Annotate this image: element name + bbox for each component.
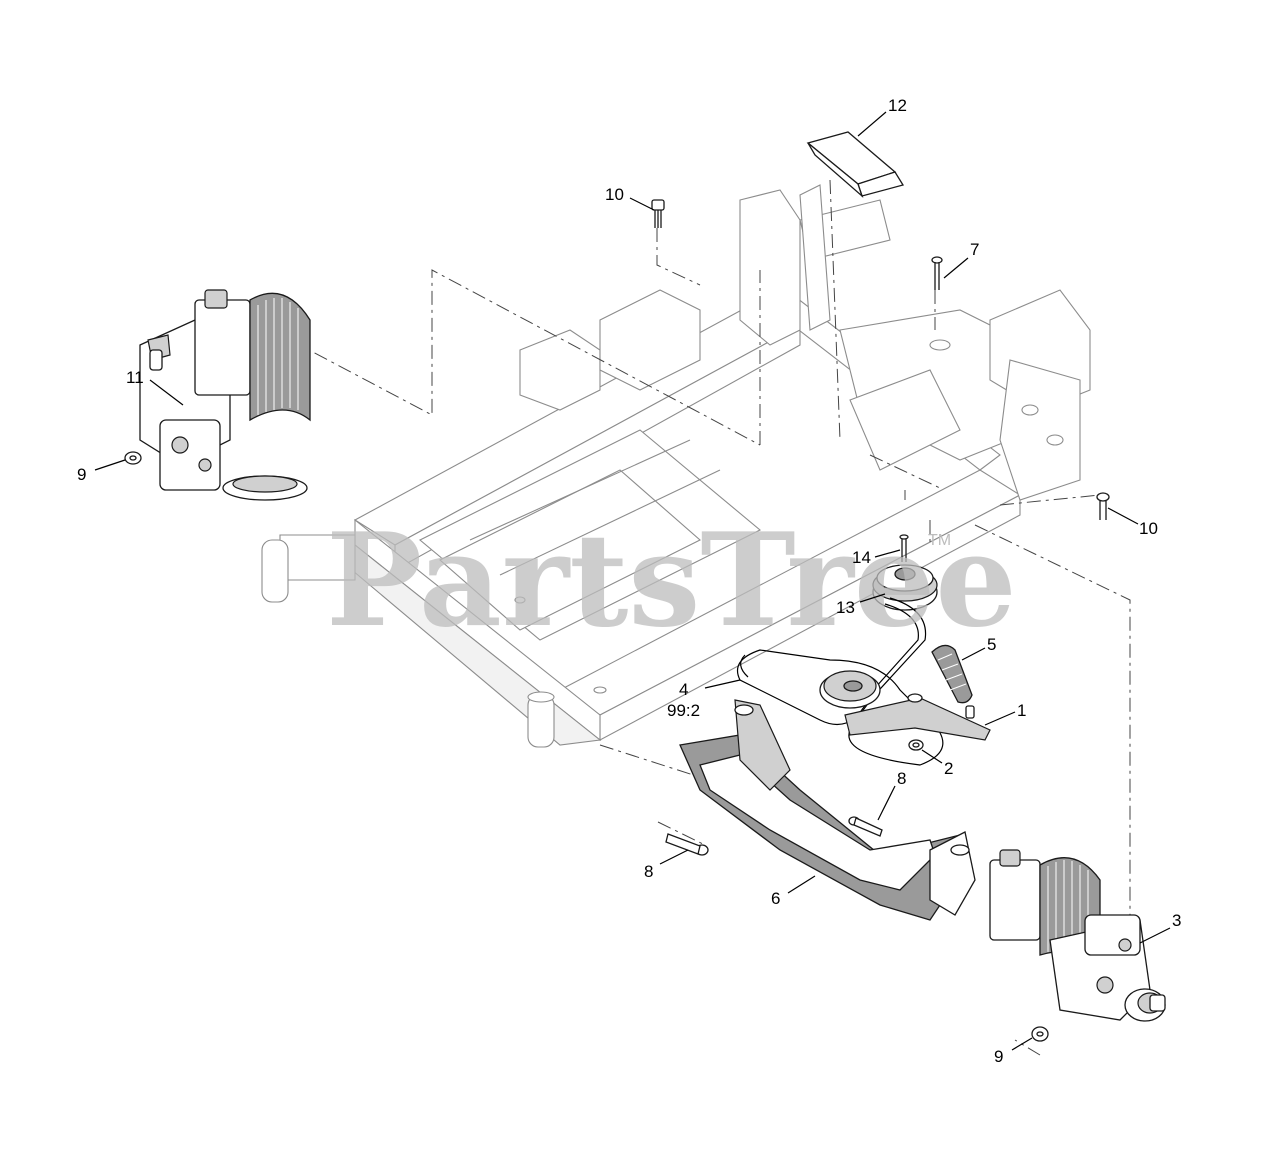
part-11-left-transmission	[139, 289, 311, 501]
callout-4-qty: 99:2	[667, 701, 700, 720]
callout-5: 5	[987, 635, 996, 654]
part-3-right-transmission	[989, 849, 1166, 1022]
callout-4: 4	[679, 680, 688, 699]
callout-6: 6	[771, 889, 780, 908]
callout-10-right: 10	[1139, 519, 1158, 538]
part-2-washer	[908, 739, 924, 751]
part-10-bolt-top	[651, 199, 665, 228]
callout-9-left: 9	[77, 465, 86, 484]
part-1-idler-arm	[819, 670, 991, 741]
callout-leaders	[94, 111, 1171, 1051]
callout-14: 14	[852, 548, 871, 567]
part-10-bolt-right	[1096, 492, 1110, 520]
callout-11: 11	[126, 368, 144, 387]
watermark-trademark: TM	[928, 532, 951, 549]
part-9-nut-left	[124, 451, 142, 465]
chassis-frame	[261, 184, 1091, 748]
part-9-nut-right	[1031, 1026, 1049, 1042]
callout-10-top: 10	[605, 185, 624, 204]
callout-3: 3	[1172, 911, 1181, 930]
callout-12: 12	[888, 96, 907, 115]
watermark-text: PartsTree	[326, 506, 1017, 656]
callout-labels: 12 10 7 11 9 10 14 13 5 4 99:2 1 2 8 8 6…	[77, 96, 1181, 1066]
watermark: PartsTree TM	[326, 506, 1017, 656]
part-7-pin	[931, 256, 943, 290]
callout-13: 13	[836, 598, 855, 617]
part-14-bolt	[899, 534, 909, 562]
callout-8-upper: 8	[897, 769, 906, 788]
callout-8-lower: 8	[644, 862, 653, 881]
part-6-cross-support	[679, 699, 976, 921]
part-13-pulley	[872, 564, 938, 611]
callout-2: 2	[944, 759, 953, 778]
callout-1: 1	[1017, 701, 1026, 720]
callout-7: 7	[970, 240, 979, 259]
callout-9-right: 9	[994, 1047, 1003, 1066]
part-8-bolt-upper	[848, 816, 883, 837]
part-8-bolt-lower	[665, 833, 709, 856]
part-5-spring	[931, 644, 973, 704]
part-12-bracket	[806, 131, 905, 199]
